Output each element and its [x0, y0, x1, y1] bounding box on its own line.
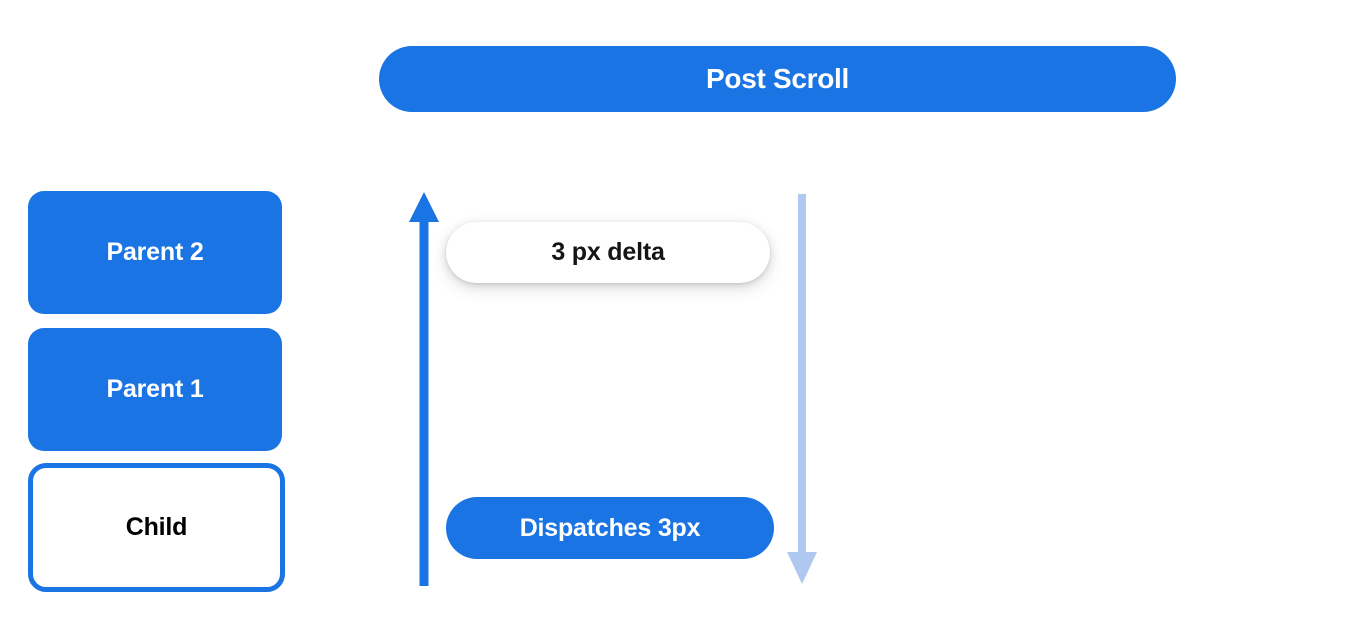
dispatch-pill: Dispatches 3px	[446, 497, 774, 559]
header-banner: Post Scroll	[379, 46, 1176, 112]
arrow-down-icon	[784, 194, 820, 584]
node-parent-2: Parent 2	[28, 191, 282, 314]
node-parent-2-label: Parent 2	[106, 238, 204, 266]
node-child-label: Child	[125, 513, 188, 541]
delta-pill-label: 3 px delta	[551, 238, 665, 266]
node-parent-1: Parent 1	[28, 328, 282, 451]
node-child: Child	[28, 463, 285, 592]
delta-pill: 3 px delta	[446, 222, 770, 283]
header-title: Post Scroll	[706, 63, 849, 94]
dispatch-pill-label: Dispatches 3px	[519, 513, 701, 542]
arrow-up-icon	[406, 192, 442, 586]
node-parent-1-label: Parent 1	[106, 375, 204, 403]
